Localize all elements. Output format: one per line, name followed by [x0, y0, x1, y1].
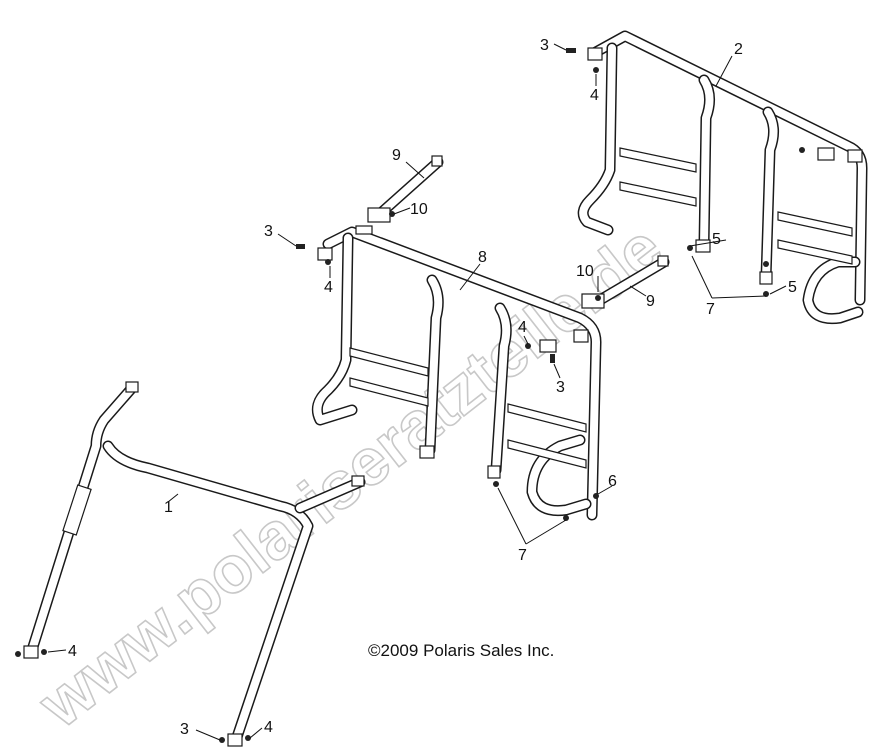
callout-7-lower: 7 [518, 547, 527, 564]
rear-frame-part-2 [577, 30, 868, 325]
callout-6: 6 [608, 473, 617, 490]
callout-3-bottom: 3 [180, 721, 189, 738]
callout-3-center: 3 [556, 379, 565, 396]
copyright-text: ©2009 Polaris Sales Inc. [368, 641, 554, 660]
callout-4-top: 4 [590, 87, 599, 104]
front-bar-part-1 [23, 381, 366, 747]
callout-3-mid: 3 [264, 223, 273, 240]
middle-frame-part-8 [311, 225, 602, 521]
callout-4-center: 4 [518, 319, 527, 336]
callout-3-top: 3 [540, 37, 549, 54]
callout-8: 8 [478, 249, 487, 266]
callout-7-upper: 7 [706, 301, 715, 318]
callout-10-lower: 10 [576, 263, 594, 280]
callout-10-upper: 10 [410, 201, 428, 218]
hardware [15, 48, 805, 743]
callout-5-right: 5 [788, 279, 797, 296]
callout-labels: 3 4 2 9 10 3 4 8 10 9 5 5 7 4 3 6 7 1 4 … [68, 37, 797, 738]
callout-2: 2 [734, 41, 743, 58]
callout-4-bottom: 4 [264, 719, 273, 736]
callout-5-left: 5 [712, 231, 721, 248]
brace-upper-part-9 [367, 155, 444, 223]
brace-lower-part-9 [581, 255, 670, 309]
callout-9-lower: 9 [646, 293, 655, 310]
leader-lines [47, 43, 787, 741]
callout-4-mid: 4 [324, 279, 333, 296]
callout-9-upper: 9 [392, 147, 401, 164]
callout-1: 1 [164, 499, 173, 516]
callout-4-left: 4 [68, 643, 77, 660]
